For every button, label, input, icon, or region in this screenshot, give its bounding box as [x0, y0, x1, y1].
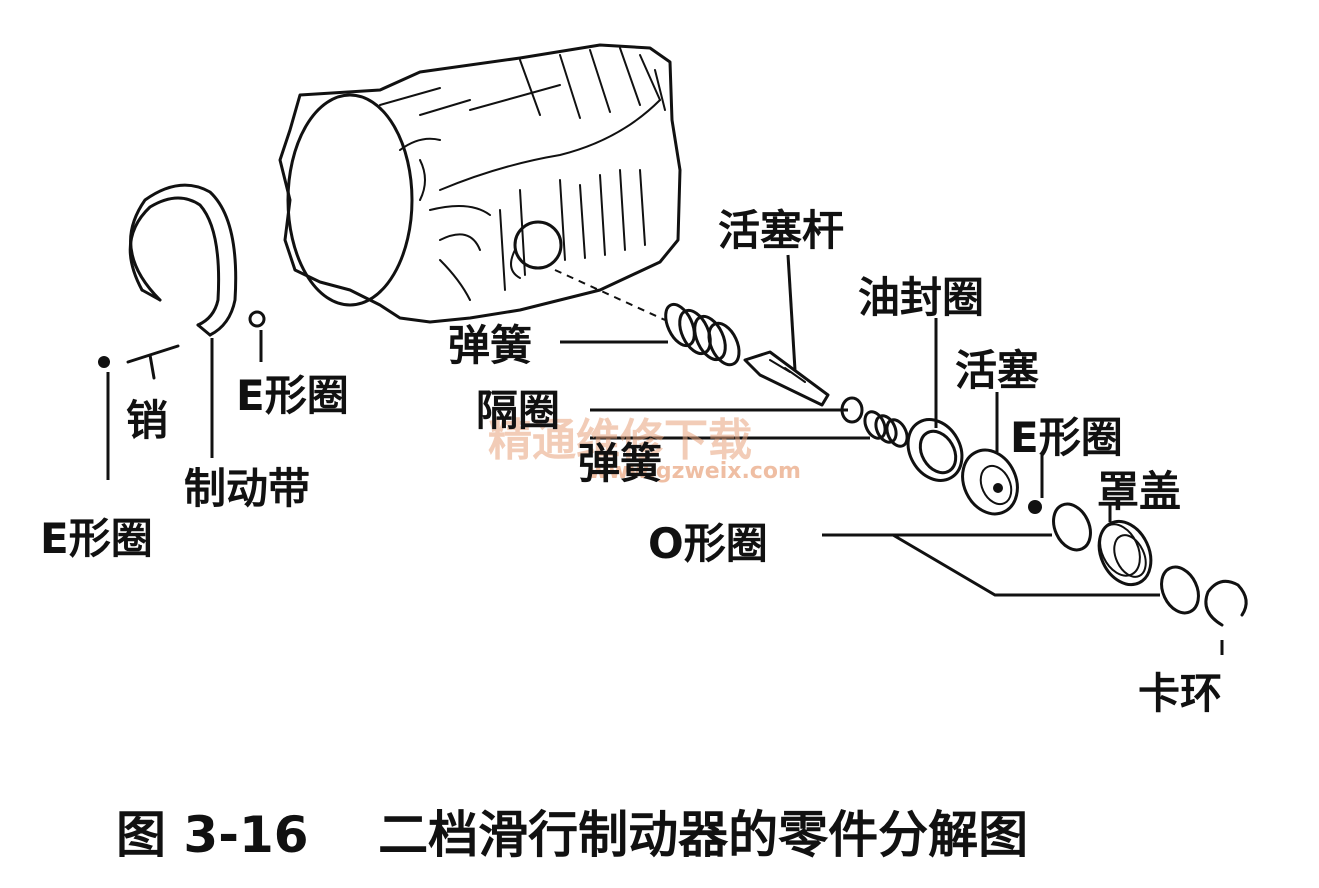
label-o-ring: O形圈 [648, 519, 768, 568]
piston-rod-part [743, 350, 830, 407]
label-e-ring-right: E形圈 [1010, 413, 1123, 462]
cover-part [1097, 519, 1153, 587]
watermark-text: 精通维修下载 [488, 415, 752, 466]
label-oil-seal: 油封圈 [858, 273, 984, 322]
leader-lines [106, 254, 1224, 655]
label-piston-rod: 活塞杆 [718, 206, 844, 255]
o-ring-lower-part [1160, 565, 1200, 615]
e-ring-right-part [1028, 500, 1042, 514]
spring-upper [664, 302, 741, 367]
e-ring-left-part [98, 356, 110, 368]
label-piston: 活塞 [955, 346, 1039, 395]
assembly-line [554, 269, 666, 321]
figure-caption: 图 3-16 二档滑行制动器的零件分解图 [116, 806, 1028, 864]
label-cover: 罩盖 [1097, 467, 1181, 516]
spring-lower [863, 410, 909, 448]
label-e-ring-left: E形圈 [40, 514, 153, 563]
e-ring-top-part [248, 310, 266, 328]
label-spring-lower: 弹簧 [578, 439, 662, 488]
o-ring-upper-part [1052, 502, 1092, 552]
label-e-ring-top: E形圈 [236, 371, 349, 420]
label-snap-ring: 卡环 [1138, 669, 1222, 718]
watermark-url: www.gzweix.com [588, 459, 801, 484]
pin [126, 344, 180, 380]
transmission-housing [278, 43, 682, 324]
label-brake-band: 制动带 [184, 464, 310, 513]
label-pin: 销 [126, 396, 168, 445]
snap-ring-part [1204, 579, 1248, 627]
piston-part [961, 448, 1019, 516]
brake-band [128, 183, 238, 337]
label-spring-upper: 弹簧 [448, 321, 532, 370]
oil-seal-part [906, 418, 964, 482]
label-spacer: 隔圈 [476, 386, 560, 435]
